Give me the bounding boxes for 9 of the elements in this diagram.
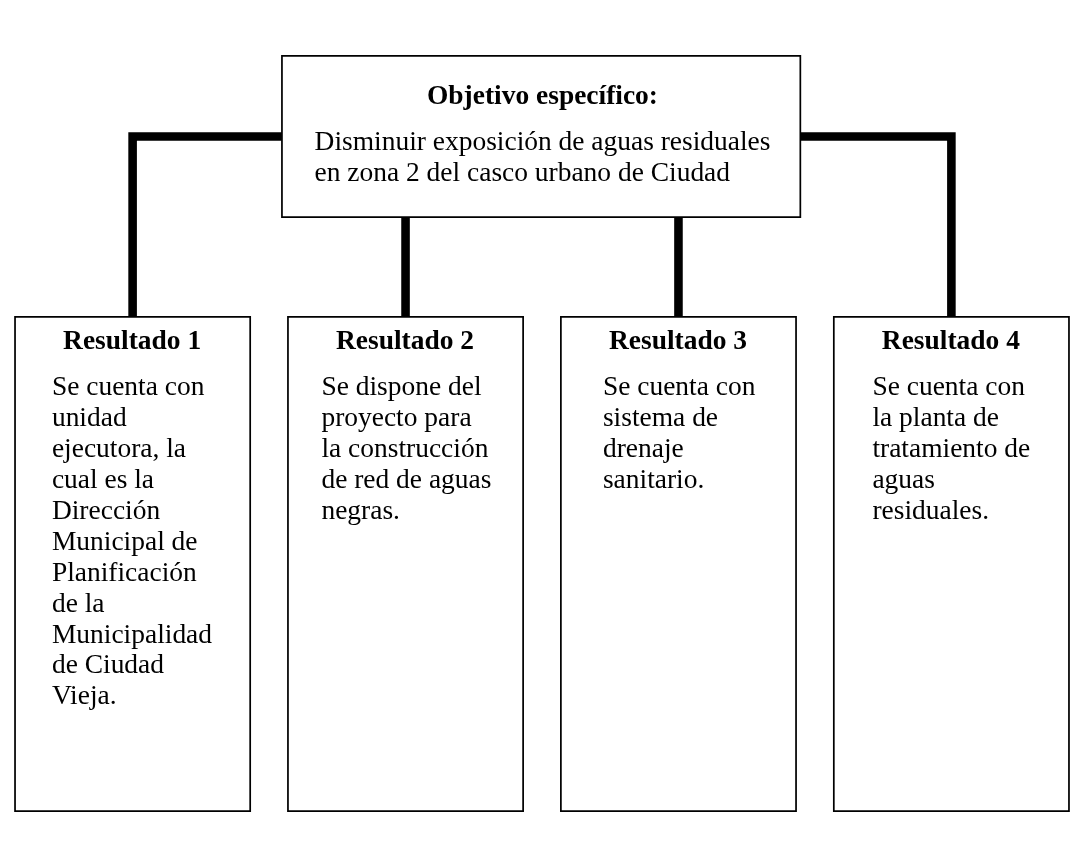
node-box: Resultado 2 Se dispone del proyecto para la construcción de red de aguas negras. (287, 315, 524, 812)
node-box: Objetivo específico: Disminuir exposición de aguas residuales en zona 2 del casco urbano de Ciudad (281, 55, 802, 219)
node-box: Resultado 1 Se cuenta con unidad ejecutora, la cual es la Dirección Municipal de Planificación de la Municipalidad de Ciudad Vieja. (14, 315, 252, 812)
node-box: Resultado 3 Se cuenta con sistema de drenaje sanitario. (560, 315, 797, 812)
connector (800, 132, 956, 317)
node-box: Resultado 4 Se cuenta con la planta de tratamiento de aguas residuales. (832, 315, 1070, 812)
connector (401, 217, 410, 317)
connector (674, 217, 683, 317)
connector (128, 132, 282, 317)
